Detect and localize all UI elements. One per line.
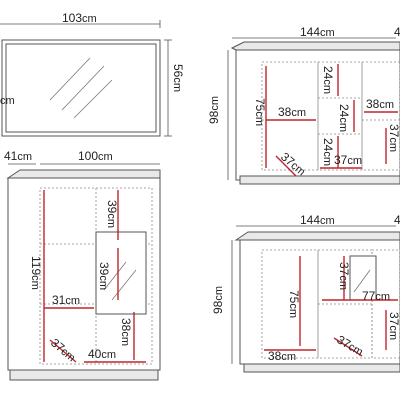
vitrine-depth-label: 41cm <box>4 149 32 163</box>
cbr-width-label: 144cm <box>300 213 335 227</box>
ctr-depth-right-label: 37cm <box>387 124 400 152</box>
mirror-group: 103cm 56cm cm <box>0 11 185 137</box>
ctr-width-label: 144cm <box>300 25 335 39</box>
vitrine-shelf-mid-label: 39cm <box>97 262 111 290</box>
vitrine-group: 41cm 100cm 119cm 31cm 39cm 39cm 38cm 40c… <box>4 149 161 381</box>
ctr-middle-width-label: 37cm <box>334 153 362 167</box>
mirror-glass <box>5 43 157 133</box>
ctr-height-label: 98cm <box>207 96 221 124</box>
ctr-shelf-mid-label: 24cm <box>337 104 351 132</box>
vitrine-bottom-width-label: 40cm <box>88 347 116 361</box>
vitrine-glass-ref-1 <box>103 261 127 291</box>
ctr-shelf-top-label: 24cm <box>321 66 335 94</box>
cbr-inner-depth-red <box>333 337 363 357</box>
mirror-partial-label: cm <box>0 95 15 107</box>
ctr-edge <box>231 47 237 51</box>
vitrine-height-label: 119cm <box>29 256 43 290</box>
vitrine-left-width-label: 31cm <box>52 293 80 307</box>
cbr-bottom-left-label: 38cm <box>268 349 296 363</box>
ctr-depth-left-red <box>275 155 297 177</box>
mirror-reflection-3 <box>73 79 113 119</box>
ctr-depth-partial: 4 <box>394 25 400 39</box>
ctr-plinth <box>239 175 400 185</box>
cbr-shelf-top-label: 37cm <box>337 262 351 290</box>
cabinet-bottom-right-group: 144cm 4 98cm 75cm 37cm 77cm 38cm 37cm 37… <box>211 213 400 373</box>
mirror-height-label: 56cm <box>171 64 185 92</box>
cbr-right-depth-label: 37cm <box>387 312 400 340</box>
cbr-height-label: 98cm <box>211 286 225 314</box>
ctr-right-width-label: 38cm <box>366 97 394 111</box>
vitrine-plinth <box>9 369 159 381</box>
ctr-door-height-label: 75cm <box>253 98 267 126</box>
vitrine-inner-depth-red <box>49 339 77 363</box>
cbr-middle-width-label: 77cm <box>362 289 390 303</box>
vitrine-width-label: 100cm <box>78 149 113 163</box>
cbr-plinth <box>243 363 400 373</box>
cbr-door-height-label: 75cm <box>287 290 301 318</box>
cbr-depth-partial: 4 <box>394 213 400 227</box>
cabinet-top-right-group: 144cm 4 98cm 75cm 38cm 38cm 24cm 24cm 2 <box>207 25 400 185</box>
cbr-glass-panel <box>349 255 377 301</box>
ctr-shelf-bot-label: 24cm <box>321 138 335 166</box>
mirror-width-label: 103cm <box>62 11 97 25</box>
mirror-reflection-1 <box>49 57 91 101</box>
vitrine-top-surface <box>6 169 161 179</box>
cbr-top-surface <box>234 231 400 241</box>
ctr-right-compartment <box>361 61 400 171</box>
ctr-top-surface <box>230 41 400 51</box>
mirror-reflection-2 <box>61 65 105 111</box>
vitrine-glass-ref-2 <box>111 269 137 301</box>
ctr-left-width-label: 38cm <box>278 105 306 119</box>
cbr-glass-ref <box>353 269 371 293</box>
vitrine-shelf-bot-label: 38cm <box>119 318 133 346</box>
vitrine-glass-door <box>95 231 147 315</box>
vitrine-shelf-top-label: 39cm <box>105 200 119 228</box>
